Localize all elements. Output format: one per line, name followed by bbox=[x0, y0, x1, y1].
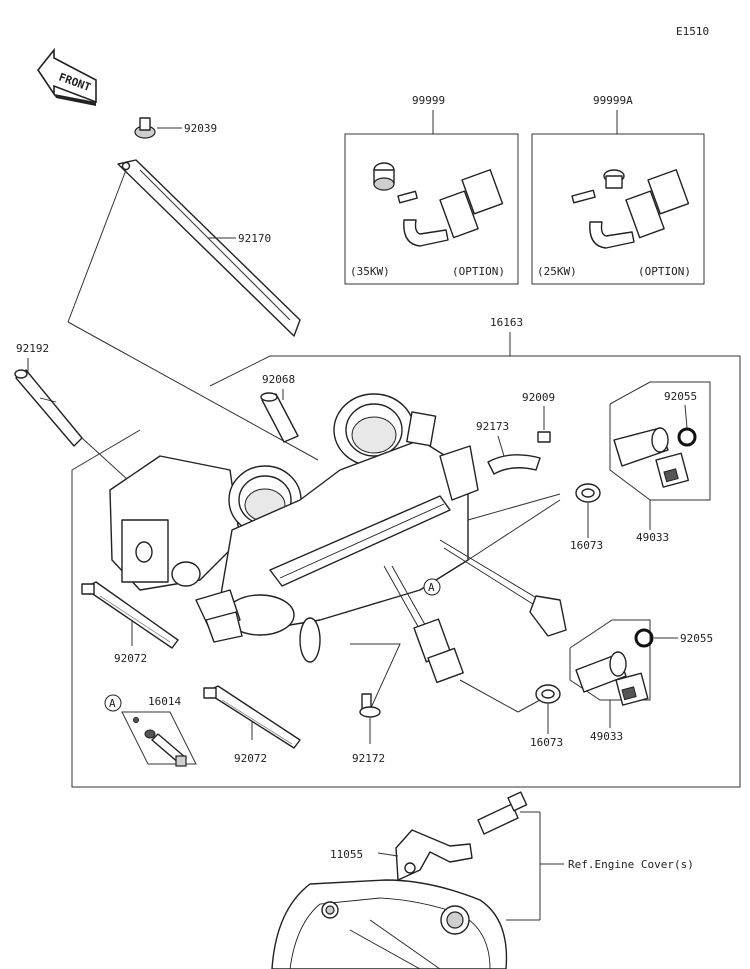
callout-16014: 16014 bbox=[148, 695, 181, 708]
callout-99999: 99999 bbox=[412, 94, 445, 107]
diagram-code: E1510 bbox=[676, 25, 709, 38]
oring-92055-bottom bbox=[634, 628, 654, 648]
svg-text:A: A bbox=[109, 697, 116, 710]
option-rating-25kw: (25KW) bbox=[537, 265, 577, 278]
ref-marker-a-main: A bbox=[423, 578, 441, 596]
bolt-engine-cover bbox=[477, 791, 528, 835]
front-arrow-icon: FRONT bbox=[37, 47, 97, 106]
assembly-frame bbox=[71, 355, 741, 788]
option-rating-35kw: (35KW) bbox=[350, 265, 390, 278]
callout-16073-bottom: 16073 bbox=[530, 736, 563, 749]
clip-92173 bbox=[487, 454, 541, 475]
injector-49033-top bbox=[613, 427, 690, 488]
option-box-35kw bbox=[344, 133, 519, 285]
callout-16163: 16163 bbox=[490, 316, 523, 329]
callout-92068: 92068 bbox=[262, 373, 295, 386]
sleeve-92068 bbox=[260, 392, 299, 443]
engine-cover bbox=[271, 879, 508, 969]
callout-49033-bottom: 49033 bbox=[590, 730, 623, 743]
hose-92192 bbox=[14, 369, 83, 447]
option-note-35kw: (OPTION) bbox=[452, 265, 505, 278]
callout-11055: 11055 bbox=[330, 848, 363, 861]
option-kit-35kw-parts bbox=[373, 162, 504, 247]
callout-92039: 92039 bbox=[184, 122, 217, 135]
cable-tie-92072-bottom bbox=[203, 685, 301, 749]
bracket-11055 bbox=[395, 829, 473, 881]
callout-92173: 92173 bbox=[476, 420, 509, 433]
bolt-92039 bbox=[134, 117, 182, 139]
callout-92170: 92170 bbox=[238, 232, 271, 245]
screw-92172 bbox=[359, 693, 381, 718]
callout-92055-top: 92055 bbox=[664, 390, 697, 403]
option-note-25kw: (OPTION) bbox=[638, 265, 691, 278]
strap-92170 bbox=[117, 159, 301, 337]
callout-16073-top: 16073 bbox=[570, 539, 603, 552]
screw-kit-16014 bbox=[133, 717, 187, 767]
callout-49033-top: 49033 bbox=[636, 531, 669, 544]
option-box-25kw bbox=[531, 133, 705, 285]
callout-92192: 92192 bbox=[16, 342, 49, 355]
ref-marker-a-16014: A bbox=[104, 694, 122, 712]
bolt-92009 bbox=[537, 431, 551, 443]
cable-tie-92072-left bbox=[81, 581, 179, 649]
option-kit-25kw-parts bbox=[571, 169, 690, 249]
svg-text:A: A bbox=[428, 581, 435, 594]
seal-16073-bottom bbox=[535, 684, 561, 704]
ref-engine-cover-note: Ref.Engine Cover(s) bbox=[568, 858, 694, 871]
throttle-body bbox=[109, 393, 567, 684]
callout-92009: 92009 bbox=[522, 391, 555, 404]
callout-92072-bottom: 92072 bbox=[234, 752, 267, 765]
callout-92172: 92172 bbox=[352, 752, 385, 765]
injector-49033-bottom bbox=[575, 651, 649, 706]
seal-16073-top bbox=[575, 483, 601, 503]
callout-99999A: 99999A bbox=[593, 94, 633, 107]
oring-92055-top bbox=[677, 427, 697, 447]
callout-92055-bottom: 92055 bbox=[680, 632, 713, 645]
callout-92072-left: 92072 bbox=[114, 652, 147, 665]
